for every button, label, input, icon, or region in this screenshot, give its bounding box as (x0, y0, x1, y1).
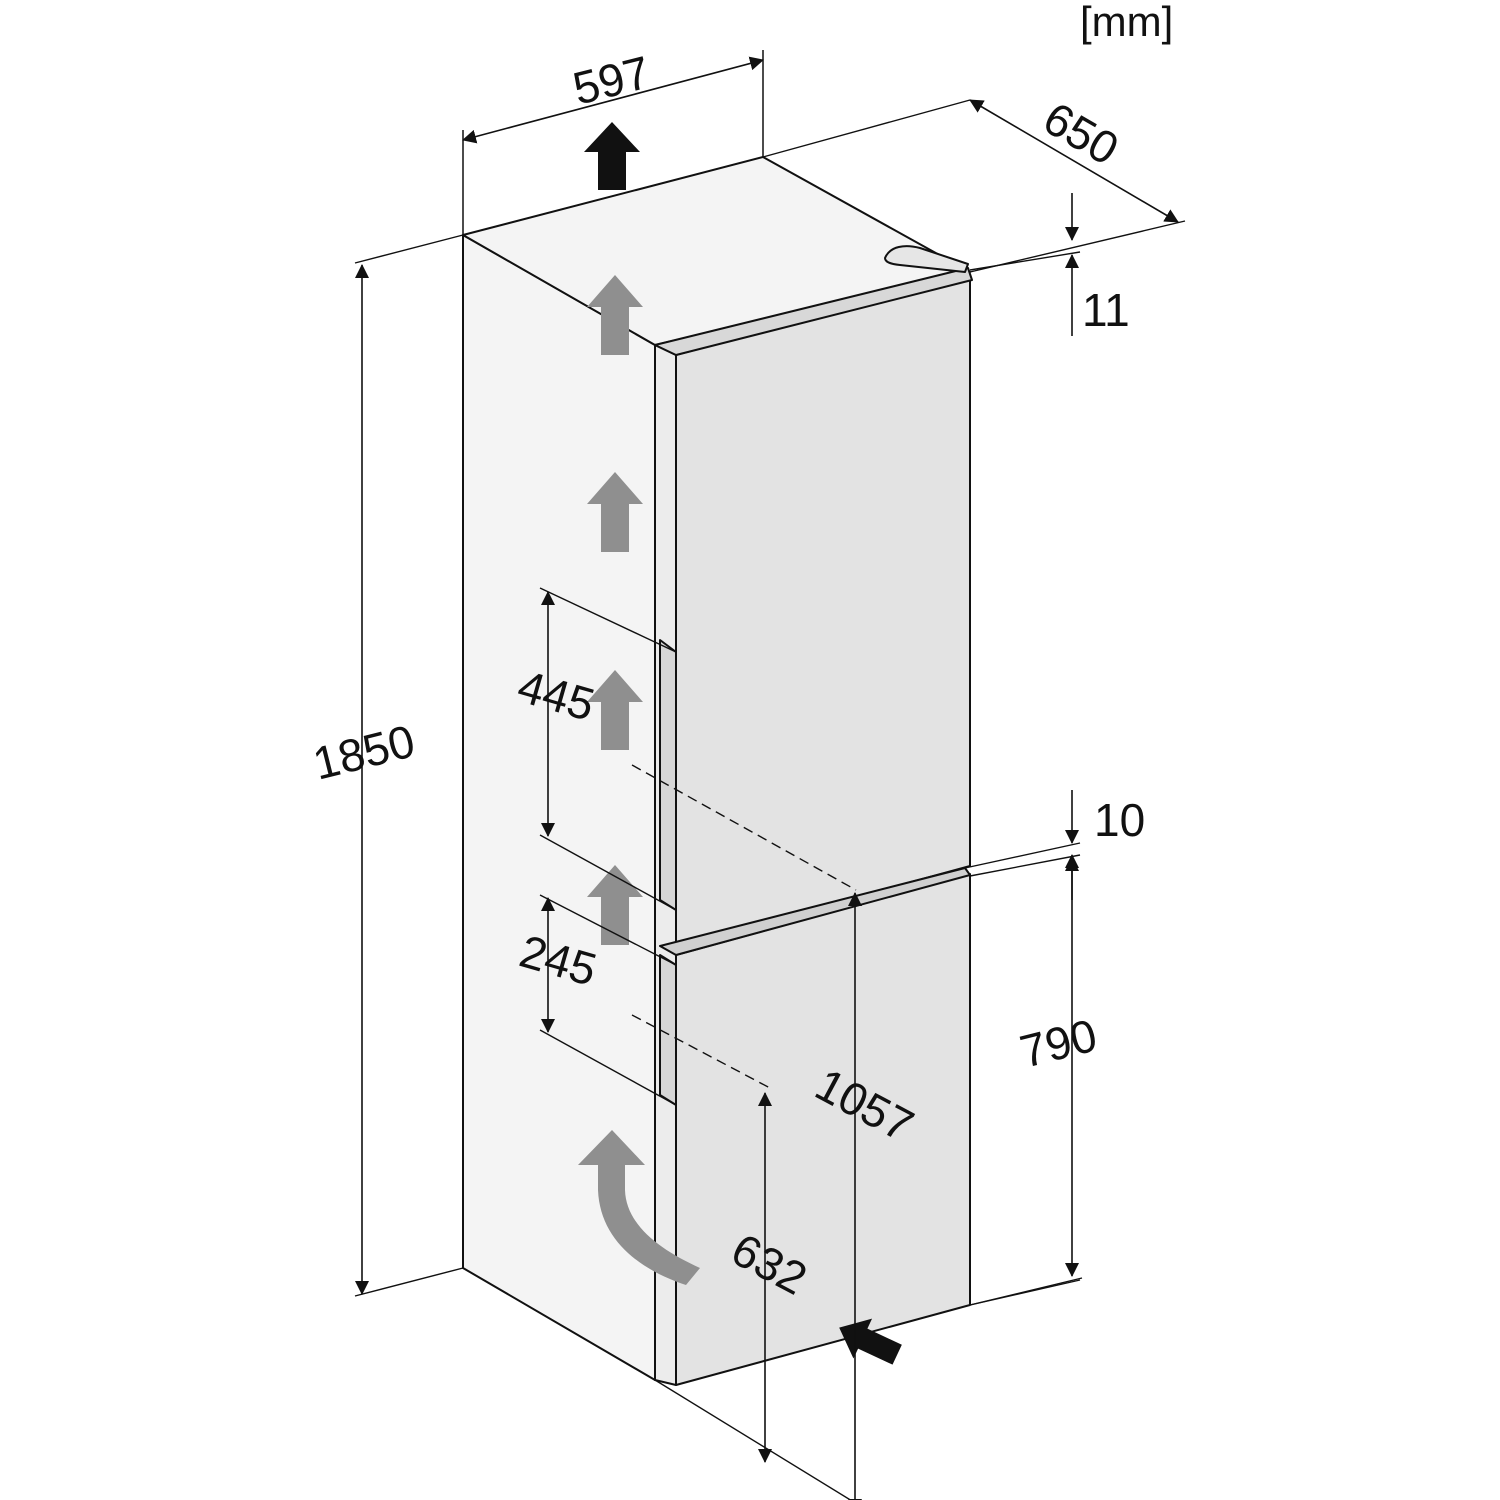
airflow-arrow-icon (587, 670, 643, 750)
lower-door-handle (659, 954, 677, 1106)
door-gap-label: 10 (1094, 794, 1145, 846)
door-separator (659, 867, 971, 956)
airflow-arrow-icon (587, 472, 643, 552)
door-top-lip (654, 267, 973, 356)
top-vent-arrow-icon (584, 122, 640, 190)
airflow-curved-arrow-icon (578, 1130, 700, 1285)
height-label: 1850 (308, 714, 420, 789)
freezer-door (675, 873, 971, 1386)
doors (654, 245, 973, 1386)
fridge-door (675, 274, 971, 947)
airflow-arrow-icon (587, 275, 643, 355)
hinge-cover (884, 245, 969, 273)
freezer-height-label: 790 (1015, 1009, 1102, 1078)
dimension-lines (354, 56, 1186, 1500)
airflow-arrows (578, 275, 700, 1285)
upper-door-handle (659, 639, 677, 911)
depth-label: 650 (1035, 92, 1127, 175)
airflow-arrow-icon (587, 865, 643, 945)
unit-label: [mm] (1080, 0, 1173, 45)
top-gap-label: 11 (1082, 284, 1130, 336)
width-label: 597 (568, 46, 655, 115)
